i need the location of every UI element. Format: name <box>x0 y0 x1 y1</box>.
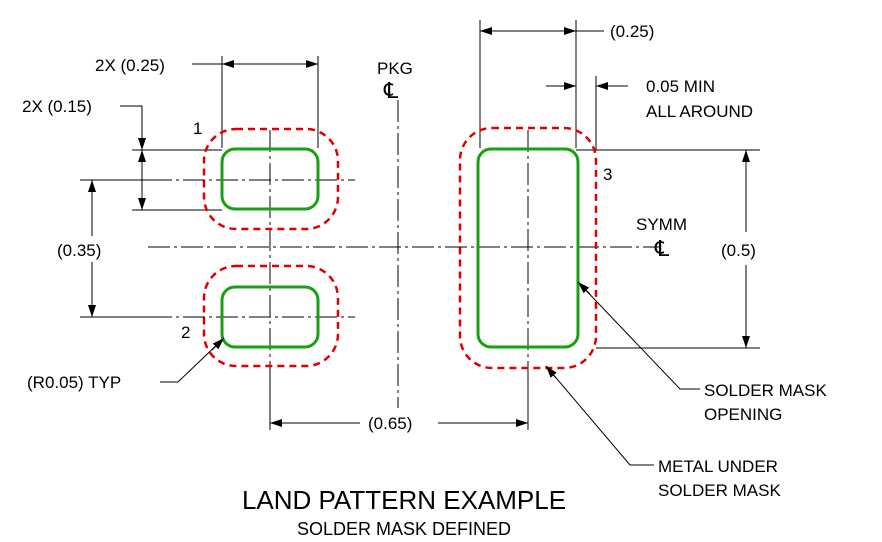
label-metal-under: METAL UNDER <box>658 457 778 476</box>
label-big-pad-height: (0.5) <box>721 241 756 260</box>
label-big-pad-width: (0.25) <box>610 22 654 41</box>
label-metal-under-2: SOLDER MASK <box>658 481 781 500</box>
solder-mask-outlines <box>202 126 598 370</box>
pad2-mask-outline <box>202 264 340 368</box>
drawing-subtitle: SOLDER MASK DEFINED <box>297 519 511 539</box>
pad-2 <box>220 285 320 349</box>
pads <box>220 147 580 349</box>
center-lines <box>148 100 660 408</box>
pad-1 <box>220 147 320 211</box>
dimension-lines <box>88 27 750 427</box>
label-pad-height: 2X (0.15) <box>22 97 92 116</box>
drawing-title: LAND PATTERN EXAMPLE <box>242 485 566 515</box>
pkg-centerline-symbol: ℄ <box>383 78 399 103</box>
annotations: 2X (0.25) 2X (0.15) (0.35) (0.65) (R0.05… <box>22 22 827 539</box>
pad1-mask-outline <box>202 127 340 231</box>
symm-centerline-symbol: ℄ <box>654 236 670 261</box>
label-mask-clearance-2: ALL AROUND <box>646 102 753 121</box>
label-pad-pitch: (0.35) <box>57 241 101 260</box>
label-solder-mask-opening-2: OPENING <box>704 405 782 424</box>
pin-2-label: 2 <box>181 323 190 342</box>
label-pad-spacing: (0.65) <box>368 414 412 433</box>
label-pad-width: 2X (0.25) <box>95 56 165 75</box>
label-symm: SYMM <box>636 215 687 234</box>
pin-1-label: 1 <box>193 119 202 138</box>
label-solder-mask-opening: SOLDER MASK <box>704 381 827 400</box>
label-mask-clearance: 0.05 MIN <box>646 77 715 96</box>
label-corner-radius: (R0.05) TYP <box>27 373 121 392</box>
label-pkg: PKG <box>377 59 413 78</box>
pad3-mask-outline <box>458 126 598 370</box>
pad-3 <box>476 147 580 349</box>
pin-3-label: 3 <box>603 165 612 184</box>
leader-lines <box>160 281 700 466</box>
